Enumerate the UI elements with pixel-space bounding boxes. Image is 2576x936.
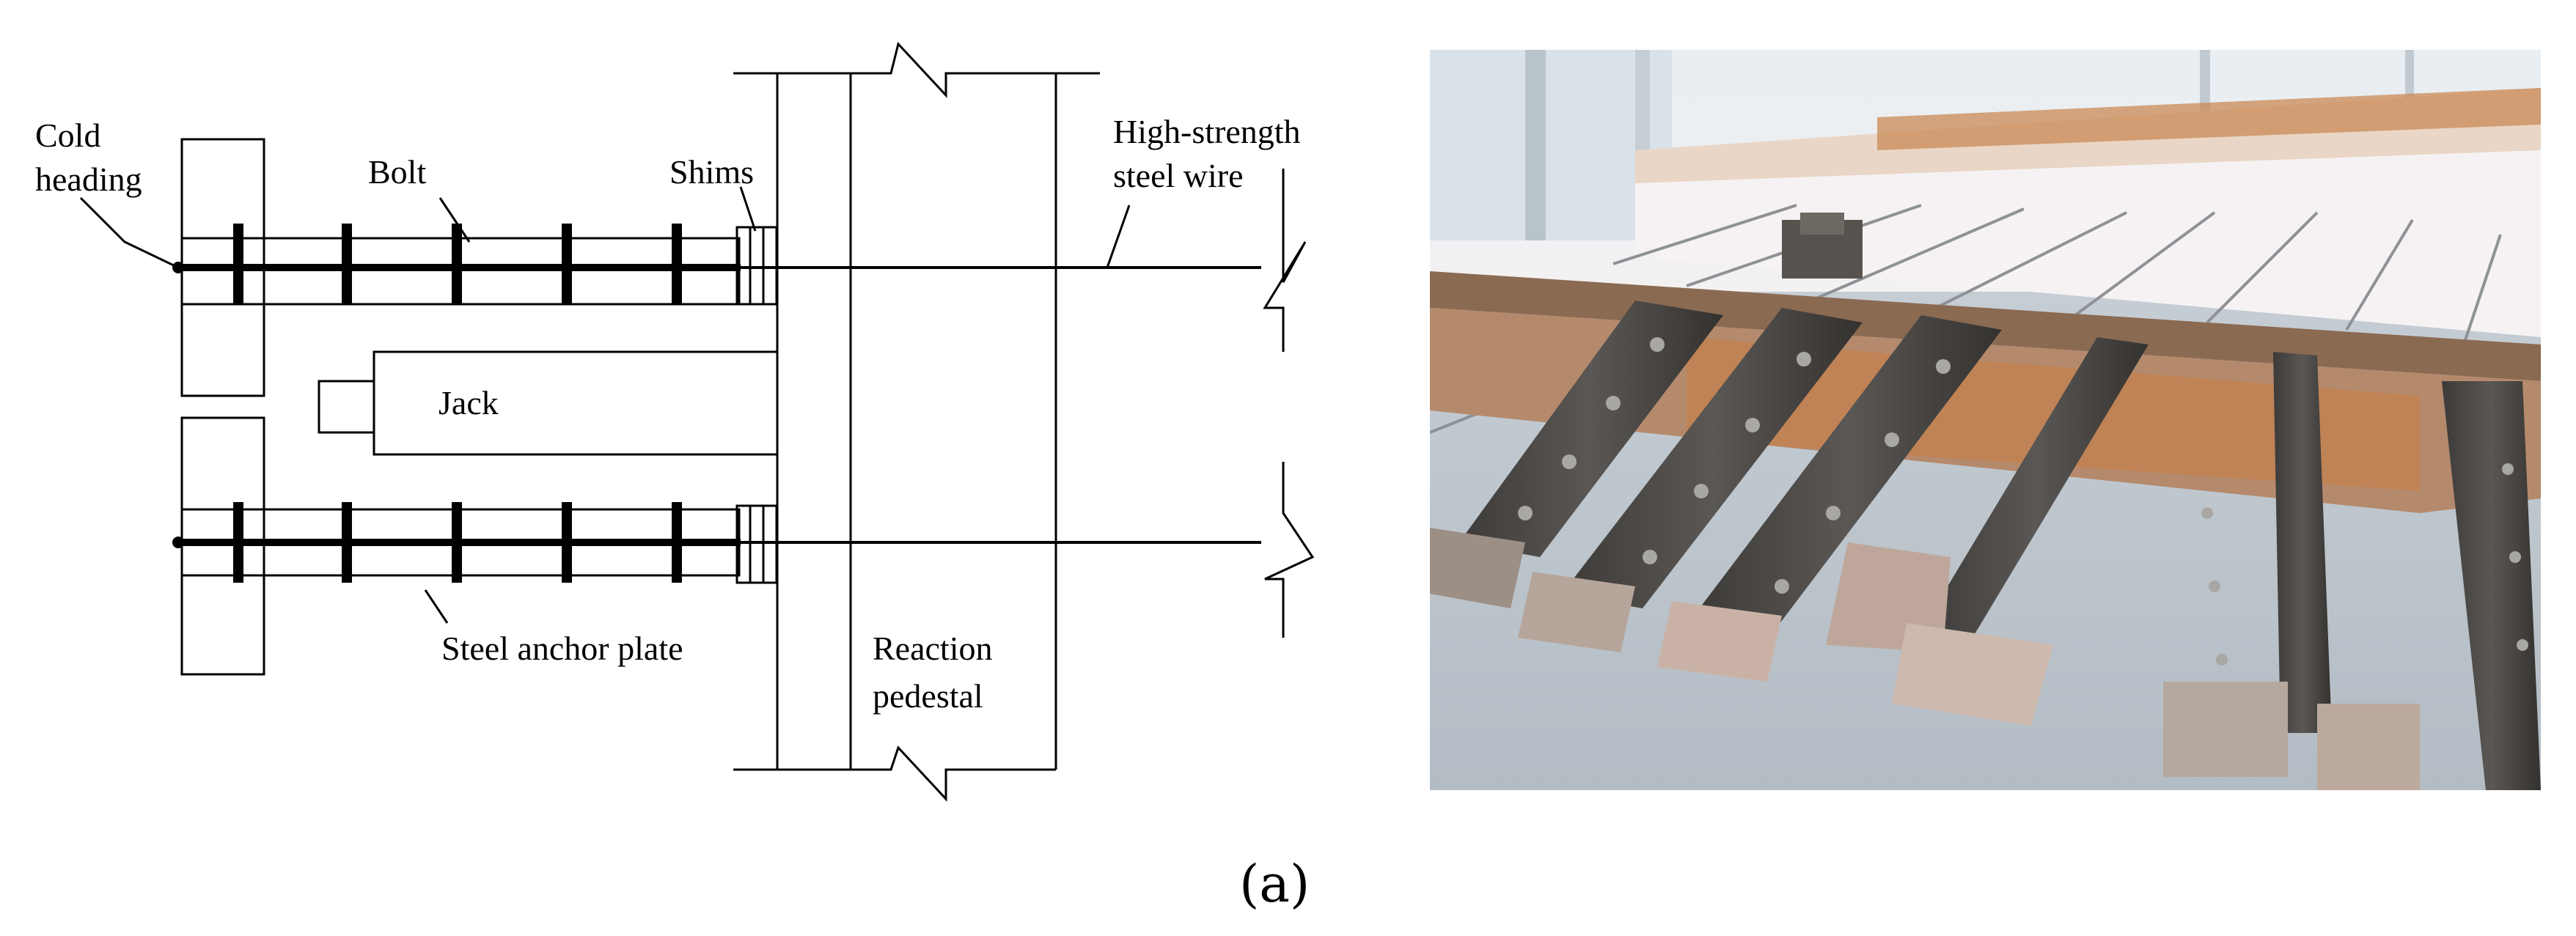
upper-bolts [233, 224, 682, 304]
photo-end-blocks [1430, 528, 2420, 790]
label-shims: Shims [669, 153, 754, 191]
label-wire-2: steel wire [1113, 157, 1244, 194]
label-cold-heading-2: heading [35, 161, 142, 198]
lower-break-symbol [1264, 462, 1315, 638]
label-bolt: Bolt [368, 153, 426, 191]
jack-piston [318, 380, 375, 434]
label-wire-1: High-strength [1113, 113, 1301, 150]
photo-anchor-plates [1459, 301, 2541, 790]
figure-caption: (a) [1239, 854, 1310, 914]
lower-bolts [233, 502, 682, 583]
lower-anchorage [172, 416, 1315, 676]
anchorage-schematic: Cold heading Bolt Shims High-strength st… [35, 41, 1315, 802]
upper-shims [735, 226, 778, 306]
lower-shims [735, 504, 778, 584]
jack-body [373, 350, 779, 456]
leader-lines [79, 186, 1131, 624]
label-anchor-plate: Steel anchor plate [441, 630, 683, 667]
label-cold-heading-1: Cold [35, 117, 100, 154]
label-jack: Jack [438, 384, 499, 421]
label-pedestal-2: pedestal [873, 677, 983, 715]
lower-cold-heading [172, 537, 184, 548]
test-setup-photo [1430, 50, 2541, 790]
jack [318, 350, 779, 456]
upper-break-symbol [1263, 169, 1307, 352]
upper-anchorage [172, 138, 1307, 397]
label-pedestal-1: Reaction [873, 630, 993, 667]
